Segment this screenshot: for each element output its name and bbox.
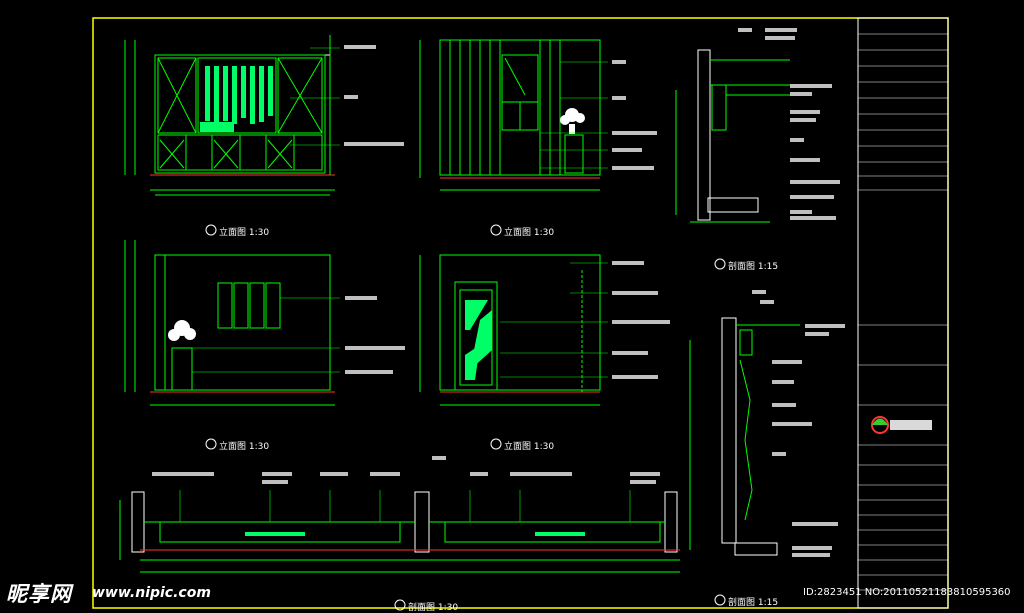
watermark-url: www.nipic.com xyxy=(92,585,211,601)
leader-lines-7 xyxy=(179,490,631,522)
view-label-elevation-3: 立面图 1:30 xyxy=(219,442,270,452)
plant-2 xyxy=(168,320,196,341)
elevation-2 xyxy=(419,39,601,191)
annotation-placeholders-1 xyxy=(344,45,404,146)
leader-lines-4 xyxy=(500,262,608,378)
view-label-elevation-1: 立面图 1:30 xyxy=(219,228,270,238)
section-2 xyxy=(689,317,800,556)
view-label-section-3: 剖面图 1:30 xyxy=(408,603,459,613)
annotation-placeholders-3 xyxy=(738,28,840,220)
leader-lines-1 xyxy=(290,47,340,146)
company-logo xyxy=(871,416,932,434)
leader-lines-2 xyxy=(540,61,608,169)
watermark-brand: 昵享网 xyxy=(6,582,72,606)
elevation-1 xyxy=(124,35,335,196)
section-3 xyxy=(119,491,680,573)
annotation-placeholders-4 xyxy=(345,296,405,374)
view-label-elevation-4: 立面图 1:30 xyxy=(504,442,555,452)
section-markers xyxy=(205,224,726,611)
view-label-section-2: 剖面图 1:15 xyxy=(728,598,779,608)
elevation-4 xyxy=(419,254,601,406)
door-hatch xyxy=(465,300,492,380)
elevation-3 xyxy=(124,240,335,406)
annotation-placeholders-5 xyxy=(612,261,670,379)
plant-1 xyxy=(560,108,585,134)
view-label-section-1: 剖面图 1:15 xyxy=(728,262,779,272)
leader-lines-3 xyxy=(192,297,340,373)
annotation-placeholders-6 xyxy=(752,290,845,557)
image-id: ID:2823451 NO:20110521183810595360 xyxy=(803,587,1011,598)
annotation-placeholders-2 xyxy=(612,60,657,170)
section-3-lights xyxy=(245,532,585,536)
title-block-rows xyxy=(858,33,948,591)
annotation-placeholders-7 xyxy=(152,456,660,484)
view-label-elevation-2: 立面图 1:30 xyxy=(504,228,555,238)
title-block xyxy=(857,17,949,609)
elevation-1-text-hatch xyxy=(200,66,273,132)
section-1 xyxy=(675,49,790,223)
